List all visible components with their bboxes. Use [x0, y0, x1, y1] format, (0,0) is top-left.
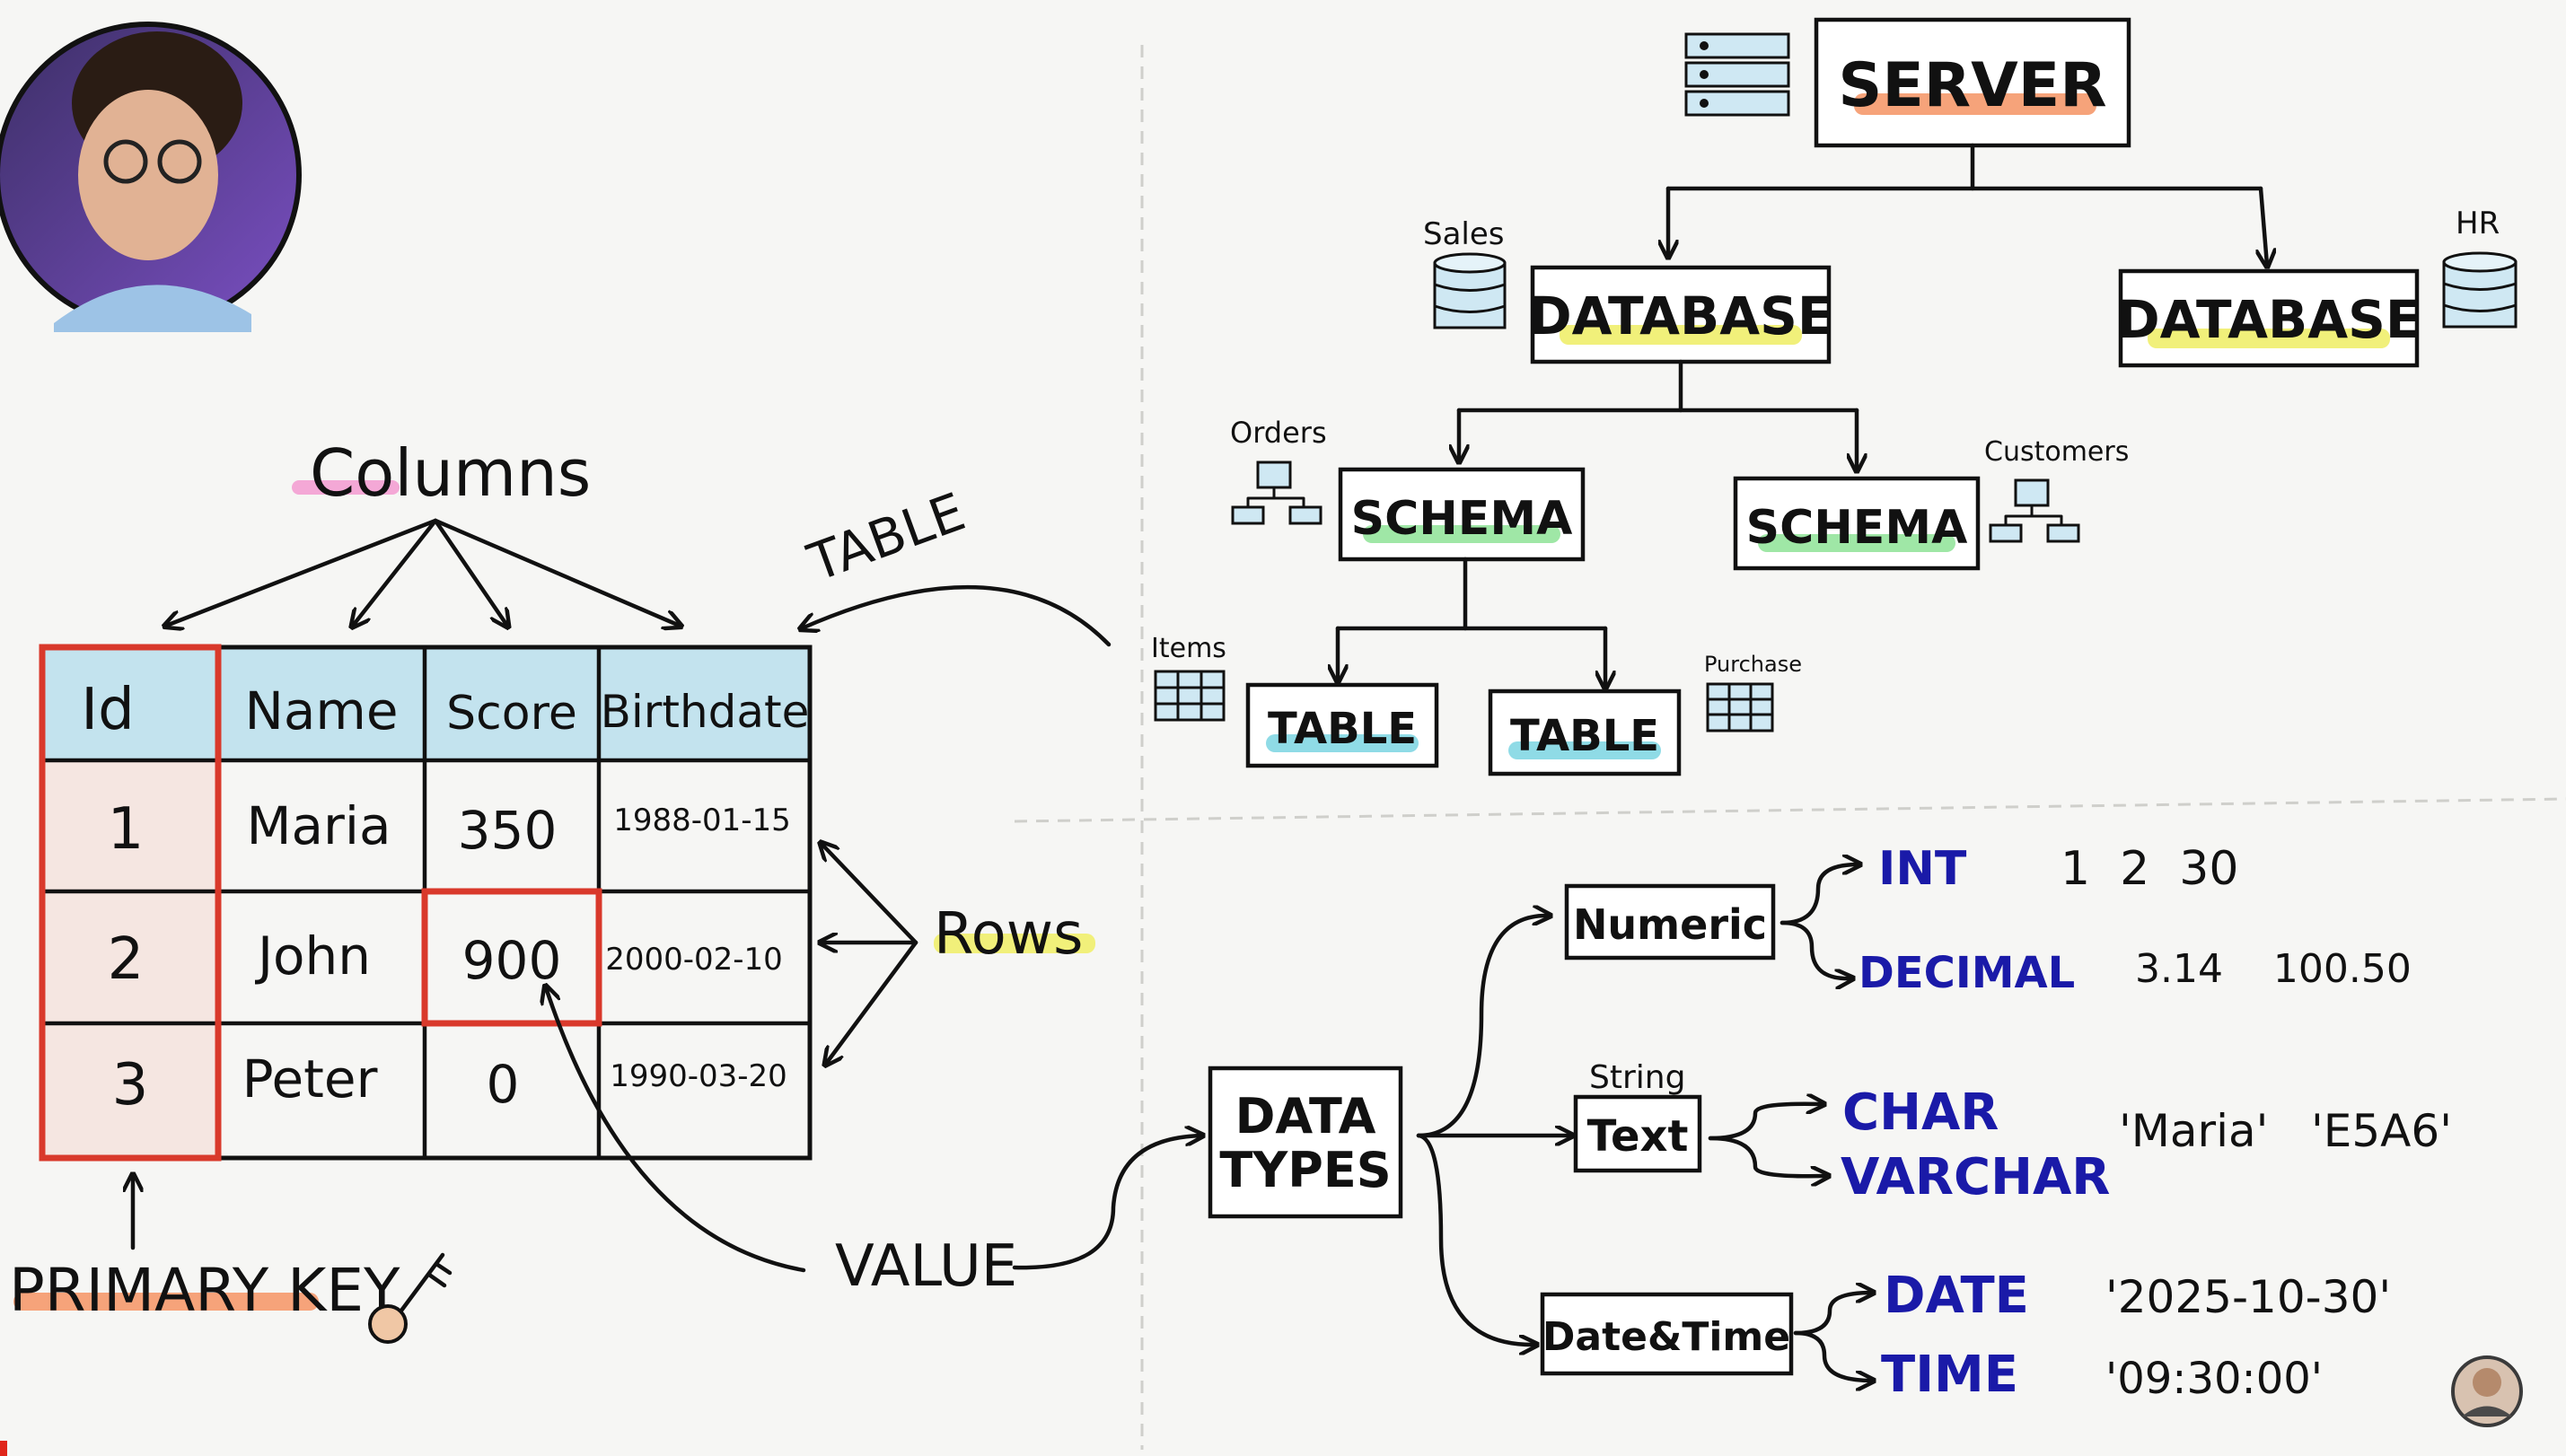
type-group-label: Date&Time: [1542, 1314, 1790, 1360]
type-group-label: Text: [1587, 1111, 1689, 1162]
value-to-datatypes-arrow: [1012, 1136, 1201, 1270]
cell-birthdate: 2000-02-10: [605, 942, 783, 978]
type-name: VARCHAR: [1841, 1148, 2110, 1206]
header-birthdate: Birthdate: [601, 686, 810, 738]
data-types-box: [1208, 1066, 1403, 1219]
primary-key-column-outline: [39, 644, 222, 1162]
table-name: Purchase: [1704, 652, 1802, 677]
type-name: CHAR: [1842, 1083, 1999, 1142]
columns-highlight: [292, 480, 400, 495]
cell-name: Peter: [242, 1048, 378, 1110]
schema-name: Customers: [1984, 436, 2129, 468]
type-examples: '2025-10-30': [2105, 1271, 2391, 1323]
cell-id: 2: [108, 926, 145, 993]
type-name: TIME: [1881, 1346, 2018, 1404]
table-highlight: [1508, 741, 1661, 759]
type-name: DATE: [1884, 1267, 2029, 1325]
type-group-label: Numeric: [1573, 900, 1767, 949]
database-connectors: [1459, 359, 1857, 469]
type-examples: '09:30:00': [2105, 1354, 2323, 1404]
table-label: TABLE: [800, 481, 973, 594]
table-box: [1488, 689, 1682, 776]
schema-icon: [1989, 478, 2080, 543]
cell-birthdate: 1988-01-15: [613, 803, 791, 838]
type-group-box: [1564, 883, 1776, 960]
data-types-branches: [1416, 916, 1571, 1345]
cell-id: 1: [108, 796, 145, 863]
table-icon: [1154, 670, 1226, 722]
primary-key-highlight: [13, 1293, 319, 1311]
rows-label: Rows: [934, 901, 1083, 968]
type-name: INT: [1878, 842, 1967, 896]
table-highlight: [1266, 734, 1419, 752]
schema-box: [1338, 467, 1586, 562]
columns-arrows: [166, 518, 680, 626]
table-name: Items: [1151, 633, 1226, 664]
schema-label: SCHEMA: [1746, 501, 1968, 555]
database-name: HR: [2456, 206, 2500, 241]
table-icon: [1706, 682, 1774, 732]
columns-label: Columns: [310, 435, 591, 511]
cell-birthdate: 1990-03-20: [610, 1058, 787, 1094]
schema-highlight: [1758, 534, 1955, 552]
database-label: DATABASE: [2117, 289, 2421, 350]
database-label: DATABASE: [1529, 285, 1833, 346]
schema-icon: [1231, 460, 1323, 525]
database-highlight: [2148, 329, 2390, 348]
type-branch-arrows: [1708, 1104, 1827, 1177]
type-group-box: [1573, 1094, 1702, 1173]
cell-score: 0: [487, 1054, 520, 1115]
key-icon: [368, 1252, 453, 1344]
schema-highlight: [1363, 525, 1560, 543]
value-cell-outline: [421, 888, 602, 1027]
type-examples: 'Maria' 'E5A6': [2119, 1105, 2452, 1157]
cell-id: 3: [112, 1052, 149, 1118]
rows-arrows: [822, 844, 918, 1064]
data-types-line: TYPES: [1219, 1142, 1391, 1198]
server-connectors: [1668, 143, 2267, 265]
database-icon: [2442, 251, 2518, 329]
header-name: Name: [244, 680, 398, 741]
type-examples: 3.14 100.50: [2135, 946, 2412, 992]
cell-score: 350: [458, 800, 558, 861]
type-branch-arrows: [1780, 864, 1859, 978]
server-highlight: [1854, 93, 2096, 115]
value-label: VALUE: [835, 1233, 1017, 1300]
value-pointer-arrow: [546, 987, 806, 1273]
horizontal-divider: [1014, 797, 2566, 823]
cell-name: Maria: [246, 795, 391, 856]
schema-box: [1733, 476, 1981, 571]
example-table: Id Name Score Birthdate 1 Maria 350 1988…: [39, 644, 813, 1162]
database-box: [2118, 268, 2420, 368]
server-label: SERVER: [1838, 50, 2106, 121]
cell-score: 900: [462, 930, 562, 991]
data-types-line: DATA: [1235, 1088, 1376, 1145]
database-icon: [1433, 252, 1507, 329]
type-name: DECIMAL: [1859, 948, 2075, 998]
table-box-label: TABLE: [1268, 704, 1417, 754]
primary-key-label: PRIMARY KEY: [9, 1256, 400, 1325]
database-name: Sales: [1423, 216, 1505, 252]
channel-avatar: [2451, 1355, 2523, 1427]
schema-connectors: [1338, 557, 1605, 687]
database-box: [1530, 265, 1832, 364]
table-box-label: TABLE: [1510, 711, 1659, 761]
table-pointer-arrow: [802, 584, 1112, 647]
type-group-box: [1540, 1292, 1794, 1376]
header-score: Score: [446, 687, 577, 741]
database-highlight: [1560, 325, 1802, 345]
schema-name: Orders: [1230, 416, 1327, 450]
server-icon: [1684, 32, 1790, 117]
presenter-avatar: [0, 22, 302, 332]
type-examples: 1 2 30: [2061, 842, 2238, 896]
rows-highlight: [934, 934, 1095, 953]
cell-name: John: [255, 925, 371, 987]
schema-label: SCHEMA: [1351, 492, 1573, 546]
progress-edge: [0, 1441, 7, 1456]
type-branch-arrows: [1793, 1293, 1872, 1381]
type-group-note: String: [1589, 1059, 1685, 1096]
header-id: Id: [81, 677, 135, 743]
